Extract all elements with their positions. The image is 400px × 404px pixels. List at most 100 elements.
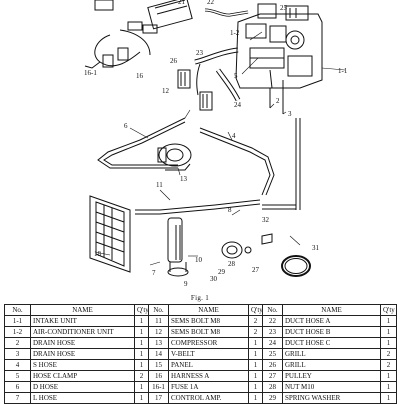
part-quantity: 1 bbox=[134, 337, 149, 349]
part-number: 4 bbox=[4, 359, 31, 371]
callout-label: 16 bbox=[136, 72, 144, 80]
liquid-pipes bbox=[135, 118, 301, 260]
drain-hoses bbox=[269, 88, 284, 114]
table-row: 6 D HOSE 1 16-1 FUSE 1A 1 28 NUT M10 1 bbox=[4, 381, 397, 393]
table-row: 3 DRAIN HOSE 1 14 V-BELT 1 25 GRILL 2 bbox=[4, 348, 397, 360]
column-header: NAME bbox=[168, 304, 249, 316]
column-header: Q'ty bbox=[380, 304, 397, 316]
part-quantity: 2 bbox=[134, 370, 149, 382]
part-number: 3 bbox=[4, 348, 31, 360]
table-row: 4 S HOSE 1 15 PANEL 1 26 GRILL 2 bbox=[4, 359, 397, 371]
callout-label: 3 bbox=[288, 110, 292, 118]
part-quantity: 2 bbox=[380, 348, 397, 360]
callout-label: 11 bbox=[156, 181, 163, 189]
part-quantity: 1 bbox=[248, 381, 263, 393]
column-header: Q'ty bbox=[248, 304, 263, 316]
callout-label: 22 bbox=[207, 0, 215, 6]
callout-label: 30 bbox=[210, 275, 218, 283]
part-number: 26 bbox=[262, 359, 283, 371]
table-row: 5 HOSE CLAMP 2 16 HARNESS A 1 27 PULLEY … bbox=[4, 370, 397, 382]
callout-label: 18 bbox=[94, 250, 102, 258]
part-name: SPRING WASHER bbox=[282, 392, 381, 404]
part-name: DRAIN HOSE bbox=[30, 348, 135, 360]
panel-part bbox=[94, 0, 193, 30]
part-quantity: 1 bbox=[134, 381, 149, 393]
table-row: 1-2 AIR-CONDITIONER UNIT 1 12 SEMS BOLT … bbox=[4, 326, 397, 338]
column-header: No. bbox=[148, 304, 169, 316]
part-number: 27 bbox=[262, 370, 283, 382]
part-name: COMPRESSOR bbox=[168, 337, 249, 349]
d-hose bbox=[97, 117, 186, 169]
callout-label: 1-1 bbox=[338, 67, 348, 75]
part-number: 17 bbox=[148, 392, 169, 404]
part-number: 5 bbox=[4, 370, 31, 382]
column-header: No. bbox=[4, 304, 31, 316]
callout-label: 29 bbox=[218, 268, 226, 276]
part-name: DUCT HOSE A bbox=[282, 315, 381, 327]
part-name: HARNESS A bbox=[168, 370, 249, 382]
part-quantity: 1 bbox=[134, 315, 149, 327]
part-name: INTAKE UNIT bbox=[30, 315, 135, 327]
callout-label: 16-1 bbox=[84, 69, 97, 77]
duct-hose-b-part bbox=[194, 47, 239, 96]
part-quantity: 1 bbox=[134, 359, 149, 371]
callout-label: 6 bbox=[124, 122, 128, 130]
callout-label: 31 bbox=[312, 244, 320, 252]
part-quantity: 2 bbox=[248, 315, 263, 327]
part-quantity: 1 bbox=[380, 381, 397, 393]
part-quantity: 1 bbox=[380, 337, 397, 349]
callout-label: 10 bbox=[195, 256, 203, 264]
part-name: SEMS BOLT M8 bbox=[168, 315, 249, 327]
part-name: NUT M10 bbox=[282, 381, 381, 393]
part-quantity: 1 bbox=[134, 326, 149, 338]
part-quantity: 1 bbox=[380, 392, 397, 404]
callout-label: 21 bbox=[178, 0, 186, 6]
column-header: NAME bbox=[282, 304, 381, 316]
table-row: 2 DRAIN HOSE 1 13 COMPRESSOR 1 24 DUCT H… bbox=[4, 337, 397, 349]
part-quantity: 2 bbox=[248, 326, 263, 338]
air-conditioner-unit bbox=[235, 13, 323, 90]
part-number: 25 bbox=[262, 348, 283, 360]
part-quantity: 1 bbox=[248, 370, 263, 382]
part-name: DUCT HOSE C bbox=[282, 337, 381, 349]
part-name: FUSE 1A bbox=[168, 381, 249, 393]
part-number: 2 bbox=[4, 337, 31, 349]
part-name: DRAIN HOSE bbox=[30, 337, 135, 349]
part-name: SEMS BOLT M8 bbox=[168, 326, 249, 338]
part-name: HOSE CLAMP bbox=[30, 370, 135, 382]
callout-label: 7 bbox=[152, 269, 156, 277]
compressor-part bbox=[157, 143, 192, 171]
part-quantity: 1 bbox=[248, 348, 263, 360]
parts-table: No. NAME Q'ty No. NAME Q'ty No. NAME Q't… bbox=[4, 304, 397, 404]
callout-label: 5 bbox=[234, 72, 238, 80]
part-number: 16-1 bbox=[148, 381, 169, 393]
callout-label: 13 bbox=[180, 175, 188, 183]
part-name: GRILL bbox=[282, 359, 381, 371]
part-name: GRILL bbox=[282, 348, 381, 360]
leader-lines bbox=[94, 31, 346, 266]
callout-label: 4 bbox=[232, 132, 236, 140]
column-header: No. bbox=[262, 304, 283, 316]
part-quantity: 1 bbox=[248, 337, 263, 349]
s-hose bbox=[199, 127, 296, 210]
pulley-part bbox=[221, 233, 273, 259]
table-header-row: No. NAME Q'ty No. NAME Q'ty No. NAME Q't… bbox=[4, 304, 397, 316]
part-number: 1-1 bbox=[4, 315, 31, 327]
part-quantity: 1 bbox=[380, 326, 397, 338]
part-number: 29 bbox=[262, 392, 283, 404]
part-name: L HOSE bbox=[30, 392, 135, 404]
callout-label: 1-2 bbox=[230, 29, 240, 37]
part-quantity: 1 bbox=[134, 392, 149, 404]
column-header: Q'ty bbox=[134, 304, 149, 316]
column-header: NAME bbox=[30, 304, 135, 316]
part-quantity: 1 bbox=[380, 370, 397, 382]
callout-labels: 1-1 1-2 2 3 4 5 6 7 8 9 10 11 12 13 16 1… bbox=[84, 0, 348, 288]
callout-label: 2 bbox=[276, 97, 280, 105]
callout-label: 8 bbox=[228, 206, 232, 214]
part-number: 14 bbox=[148, 348, 169, 360]
part-quantity: 1 bbox=[380, 315, 397, 327]
part-quantity: 1 bbox=[134, 348, 149, 360]
part-name: DUCT HOSE B bbox=[282, 326, 381, 338]
part-quantity: 1 bbox=[248, 392, 263, 404]
callout-label: 26 bbox=[170, 57, 178, 65]
